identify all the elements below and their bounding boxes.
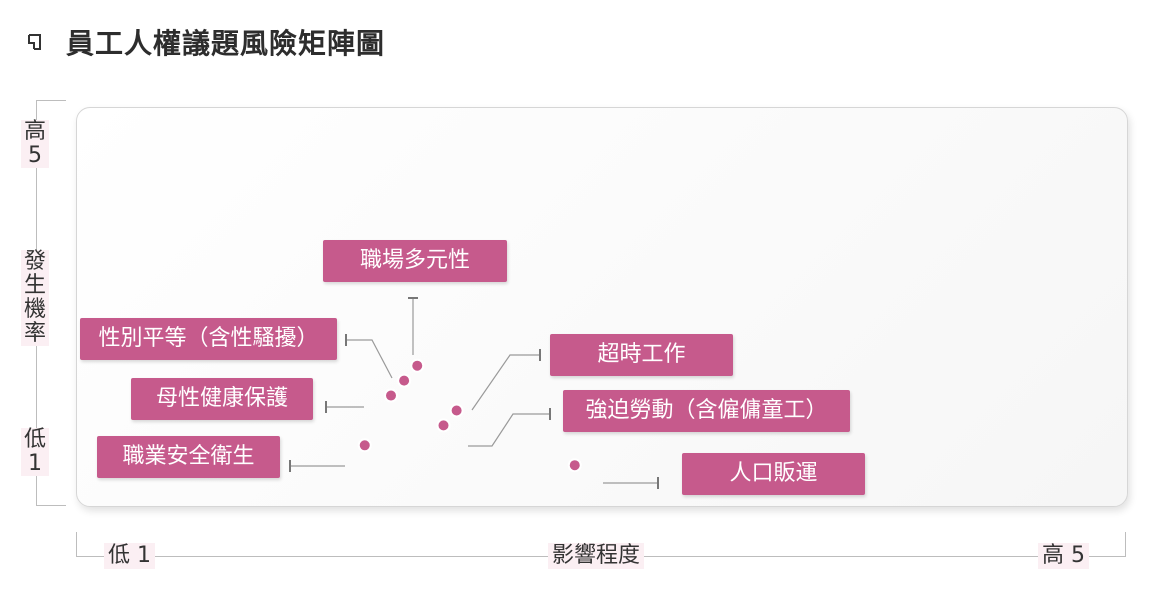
y-axis-low-label: 低 1 <box>21 428 49 476</box>
risk-point[interactable] <box>397 373 412 388</box>
risk-point[interactable] <box>384 388 398 403</box>
leader-line <box>471 354 540 411</box>
risk-label: 人口販運 <box>682 453 865 495</box>
document-icon <box>28 34 41 50</box>
y-high-text: 高 5 <box>23 119 46 168</box>
risk-point[interactable] <box>567 458 582 473</box>
risk-point[interactable] <box>449 403 464 418</box>
risk-point[interactable] <box>410 358 425 373</box>
risk-point[interactable] <box>436 418 451 433</box>
chart-title-row: 員工人權議題風險矩陣圖 <box>26 22 385 62</box>
risk-label: 母性健康保護 <box>131 378 313 420</box>
y-axis-title: 發生機率 <box>21 250 49 346</box>
y-axis-title-text: 發生機率 <box>23 249 46 346</box>
risk-label: 職業安全衛生 <box>97 436 280 478</box>
y-axis-high-label: 高 5 <box>21 120 49 168</box>
x-axis-high-label: 高 5 <box>1038 543 1089 569</box>
leader-line <box>346 339 393 379</box>
y-axis-cap-top <box>36 100 66 101</box>
risk-label: 超時工作 <box>550 334 733 376</box>
leader-line <box>468 413 550 447</box>
x-axis-low-label: 低 1 <box>104 543 155 569</box>
risk-label: 強迫勞動（含僱傭童工） <box>563 390 850 432</box>
chart-title: 員工人權議題風險矩陣圖 <box>66 27 386 60</box>
x-axis-cap-left <box>76 532 77 557</box>
risk-label: 職場多元性 <box>323 240 507 282</box>
x-axis-title: 影響程度 <box>548 543 645 569</box>
risk-point[interactable] <box>357 438 372 453</box>
y-low-text: 低 1 <box>23 427 46 476</box>
risk-label: 性別平等（含性騷擾） <box>80 318 337 360</box>
x-axis-cap-right <box>1125 532 1126 557</box>
y-axis-cap-bottom <box>36 505 66 506</box>
